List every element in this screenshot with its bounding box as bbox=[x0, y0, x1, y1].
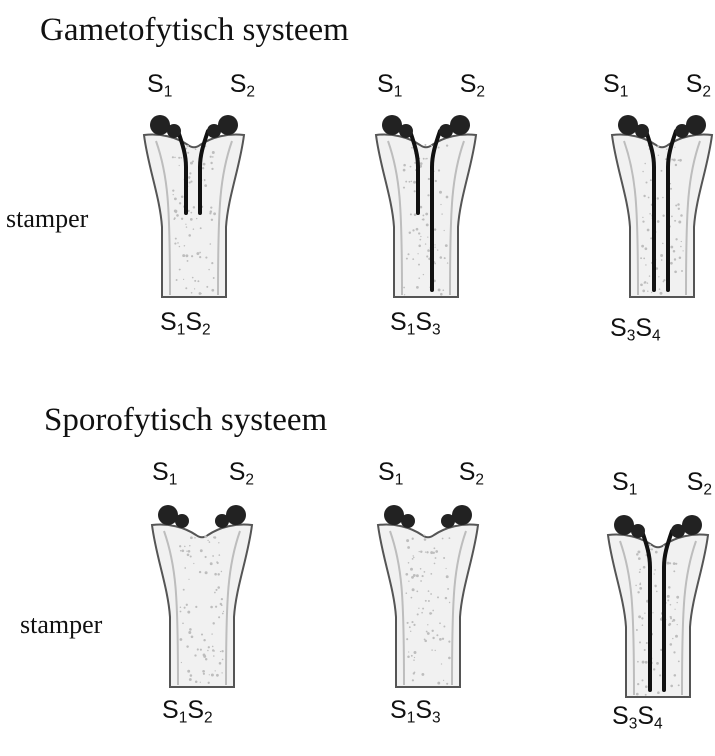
pollen-allele-left: S1 bbox=[603, 72, 628, 97]
left-pollen-grain bbox=[618, 115, 638, 135]
pistil-sporophytic-1 bbox=[146, 495, 258, 690]
pistil-gametophytic-2 bbox=[370, 105, 482, 300]
pollen-allele-right: S2 bbox=[230, 72, 255, 97]
pistil-gametophytic-1 bbox=[138, 105, 250, 300]
pollen-genotype-pair: S1 S2 bbox=[378, 460, 484, 485]
pollen-allele-right: S2 bbox=[687, 470, 712, 495]
pollen-allele-left: S1 bbox=[152, 460, 177, 485]
sporophytic-pistil-label: stamper bbox=[20, 612, 102, 638]
gametophytic-section-title: Gametofytisch systeem bbox=[40, 14, 349, 47]
pollen-genotype-pair: S1 S2 bbox=[147, 72, 255, 97]
pollen-genotype-pair: S1 S2 bbox=[603, 72, 711, 97]
left-pollen-grain bbox=[150, 115, 170, 135]
pistil-sporophytic-2 bbox=[372, 495, 484, 690]
left-pollen-grain bbox=[635, 124, 649, 138]
right-pollen-grain bbox=[439, 124, 453, 138]
style-body bbox=[144, 134, 244, 297]
pollen-allele-left: S1 bbox=[378, 460, 403, 485]
pollen-genotype-pair: S1 S2 bbox=[377, 72, 485, 97]
right-pollen-grain bbox=[441, 514, 455, 528]
right-pollen-grain bbox=[675, 124, 689, 138]
style-genotype-label: S3S4 bbox=[612, 704, 663, 729]
left-pollen-grain bbox=[175, 514, 189, 528]
pollen-genotype-pair: S1 S2 bbox=[612, 470, 712, 495]
pollen-allele-right: S2 bbox=[229, 460, 254, 485]
style-genotype-label: S1S3 bbox=[390, 310, 441, 335]
style-genotype-label: S1S3 bbox=[390, 698, 441, 723]
style-genotype-label: S1S2 bbox=[160, 310, 211, 335]
left-pollen-grain bbox=[158, 505, 178, 525]
left-pollen-grain bbox=[614, 515, 634, 535]
pistil-sporophytic-3 bbox=[602, 505, 714, 700]
sporophytic-section-title: Sporofytisch systeem bbox=[44, 404, 327, 437]
right-pollen-grain bbox=[226, 505, 246, 525]
right-pollen-grain bbox=[671, 524, 685, 538]
style-genotype-label: S3S4 bbox=[610, 316, 661, 341]
left-pollen-grain bbox=[401, 514, 415, 528]
left-pollen-grain bbox=[631, 524, 645, 538]
left-pollen-grain bbox=[399, 124, 413, 138]
right-pollen-grain bbox=[215, 514, 229, 528]
pollen-allele-right: S2 bbox=[686, 72, 711, 97]
style-body bbox=[612, 134, 712, 297]
pollen-allele-right: S2 bbox=[459, 460, 484, 485]
style-body bbox=[152, 524, 252, 687]
pollen-allele-left: S1 bbox=[377, 72, 402, 97]
pollen-allele-right: S2 bbox=[460, 72, 485, 97]
pollen-allele-left: S1 bbox=[147, 72, 172, 97]
style-body bbox=[608, 534, 708, 697]
left-pollen-grain bbox=[382, 115, 402, 135]
right-pollen-grain bbox=[450, 115, 470, 135]
left-pollen-grain bbox=[167, 124, 181, 138]
left-pollen-grain bbox=[384, 505, 404, 525]
pollen-genotype-pair: S1 S2 bbox=[152, 460, 254, 485]
gametophytic-pistil-label: stamper bbox=[6, 206, 88, 232]
style-genotype-label: S1S2 bbox=[162, 698, 213, 723]
pistil-gametophytic-3 bbox=[606, 105, 715, 300]
right-pollen-grain bbox=[218, 115, 238, 135]
right-pollen-grain bbox=[682, 515, 702, 535]
style-body bbox=[378, 524, 478, 687]
right-pollen-grain bbox=[207, 124, 221, 138]
right-pollen-grain bbox=[686, 115, 706, 135]
right-pollen-grain bbox=[452, 505, 472, 525]
pollen-allele-left: S1 bbox=[612, 470, 637, 495]
